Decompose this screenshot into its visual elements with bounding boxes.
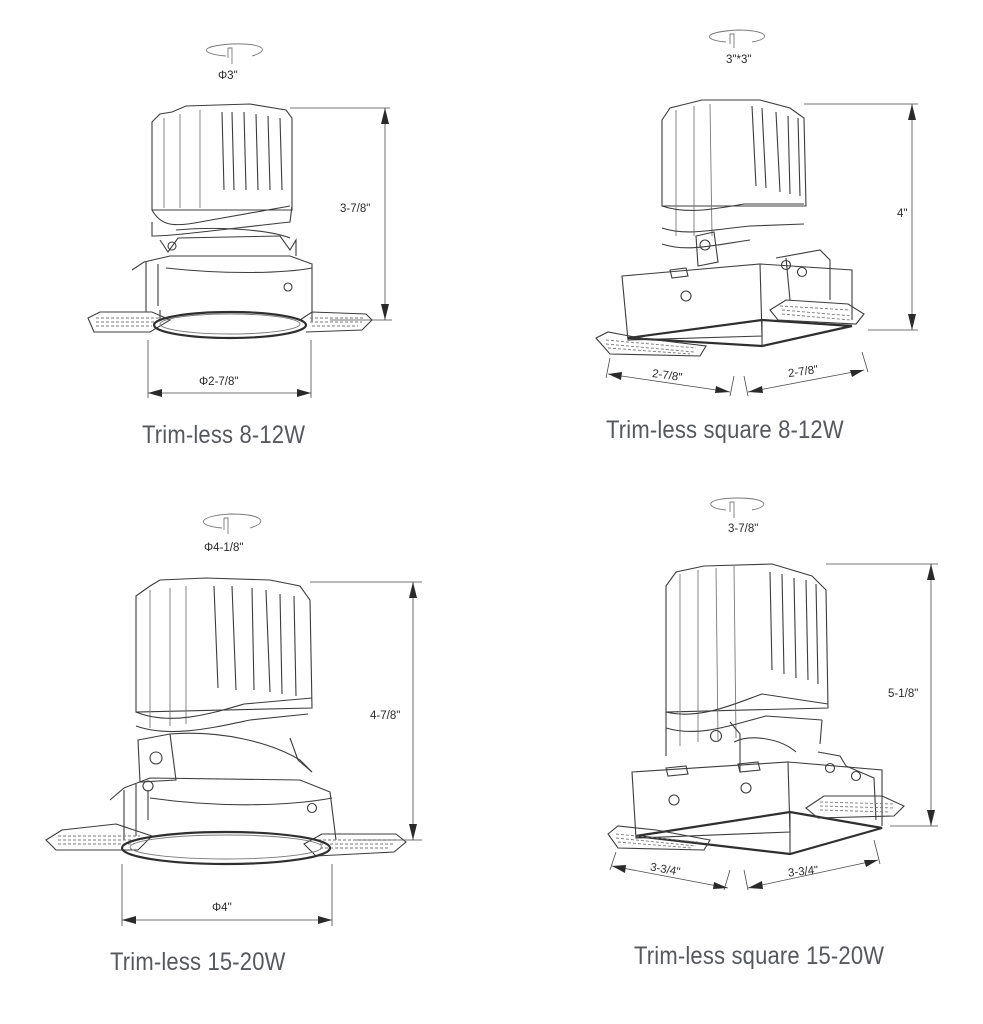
cutout-size-label: 3"*3" [726,54,752,66]
width-dimension-right [743,839,881,891]
height-label: 4-7/8" [370,710,401,722]
cutout-rotation-icon [710,497,765,518]
diagram-trimless-8-12w: Φ3" 3-7/8" Φ2-7/8" Trim-less 8-12W [0,0,490,470]
cutout-rotation-icon [206,43,263,64]
flange-right [303,833,407,857]
diagram-trimless-square-8-12w: 3"*3" 4" 2-7/8" 2-7/8" Trim-less square … [490,0,983,470]
driver-housing [151,103,293,237]
width-dimension-left [609,851,731,891]
width-dimension [147,340,312,398]
height-dimension [826,563,938,827]
round-downlight-drawing [45,513,422,926]
width-dimension-left [605,357,735,397]
flange-left [87,311,172,333]
cutout-rotation-icon [708,29,766,48]
aperture-diameter-label: Φ4" [212,902,232,914]
aperture-diameter-label: Φ2-7/8" [199,376,239,388]
cutout-diameter-label: Φ4-1/8" [204,542,244,554]
diagram-caption: Trim-less square 8-12W [606,416,844,444]
height-dimension [804,103,918,331]
height-dimension [290,107,392,321]
lens-aperture [120,830,332,866]
flange-left [607,825,711,851]
diagram-trimless-15-20w: Φ4-1/8" 4-7/8" Φ4" Trim-less 15-20W [0,490,490,1024]
driver-housing [665,563,829,756]
diagram-caption: Trim-less 8-12W [142,421,306,449]
bracket [159,227,297,256]
diagram-caption: Trim-less 15-20W [110,948,286,976]
bracket [137,732,313,783]
square-trim-box [621,263,853,348]
cutout-size-label: 3-7/8" [728,523,759,535]
square-downlight-drawing [607,497,938,891]
flange-right [805,795,905,819]
trim-ring [109,777,337,841]
diagram-trimless-square-15-20w: 3-7/8" 5-1/8" 3-3/4" 3-3/4" Trim-less sq… [490,490,983,1024]
driver-housing [135,577,313,733]
height-label: 5-1/8" [888,688,919,700]
bracket [695,231,831,301]
flange-right [299,311,373,333]
lens-aperture [152,310,308,340]
bracket [709,721,797,772]
flange-right [769,299,865,325]
square-downlight-drawing [595,29,918,397]
diagram-caption: Trim-less square 15-20W [634,942,885,970]
driver-housing [661,99,807,249]
height-label: 4" [897,208,908,220]
cutout-diameter-label: Φ3" [218,70,238,82]
height-label: 3-7/8" [340,203,371,215]
flange-left [595,331,707,357]
round-downlight-drawing [87,43,392,398]
height-dimension [310,581,422,841]
square-trim-box [631,751,883,856]
trim-ring [131,255,313,322]
cutout-rotation-icon [202,513,262,534]
width-dimension-right [743,351,869,397]
width-dimension [121,864,333,926]
